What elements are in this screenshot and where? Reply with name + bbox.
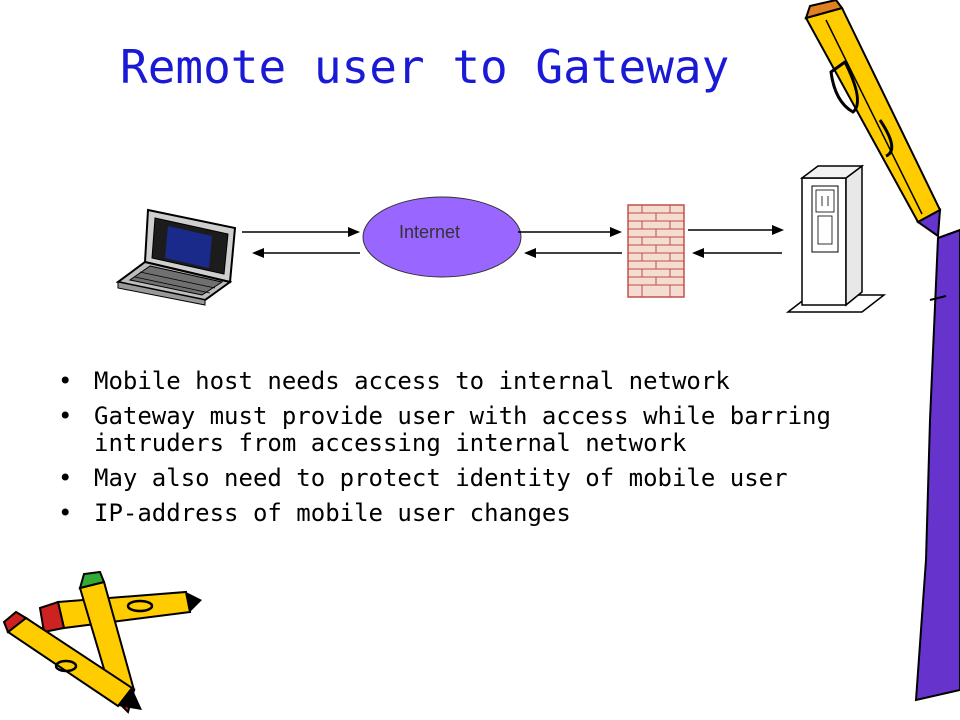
arrow-left <box>524 248 622 258</box>
arrow-right <box>242 227 360 237</box>
bullet-text: Gateway must provide user with access wh… <box>94 402 831 457</box>
internet-label: Internet <box>399 222 461 242</box>
laptop-icon <box>115 208 237 306</box>
bullet-item: •IP-address of mobile user changes <box>58 499 571 527</box>
bullet-text: IP-address of mobile user changes <box>94 499 571 527</box>
arrow-left <box>692 248 782 258</box>
bullet-item: •Gateway must provide user with access w… <box>58 402 831 457</box>
server-icon <box>785 164 887 313</box>
arrow-right <box>518 227 622 237</box>
bullet-item: •May also need to protect identity of mo… <box>58 464 788 492</box>
slide-title: Remote user to Gateway <box>120 40 730 94</box>
arrow-right <box>688 225 784 235</box>
arrow-left <box>252 248 360 258</box>
bullet-text: May also need to protect identity of mob… <box>94 464 788 492</box>
internet-ellipse <box>362 196 522 278</box>
pencil-icon <box>2 570 202 714</box>
bullet-item: •Mobile host needs access to internal ne… <box>58 367 730 395</box>
pencil-icon <box>914 228 960 702</box>
firewall-icon <box>627 204 685 298</box>
pencil-icon <box>804 0 942 238</box>
bullet-text: Mobile host needs access to internal net… <box>94 367 730 395</box>
bullet-list: •Mobile host needs access to internal ne… <box>58 368 878 535</box>
